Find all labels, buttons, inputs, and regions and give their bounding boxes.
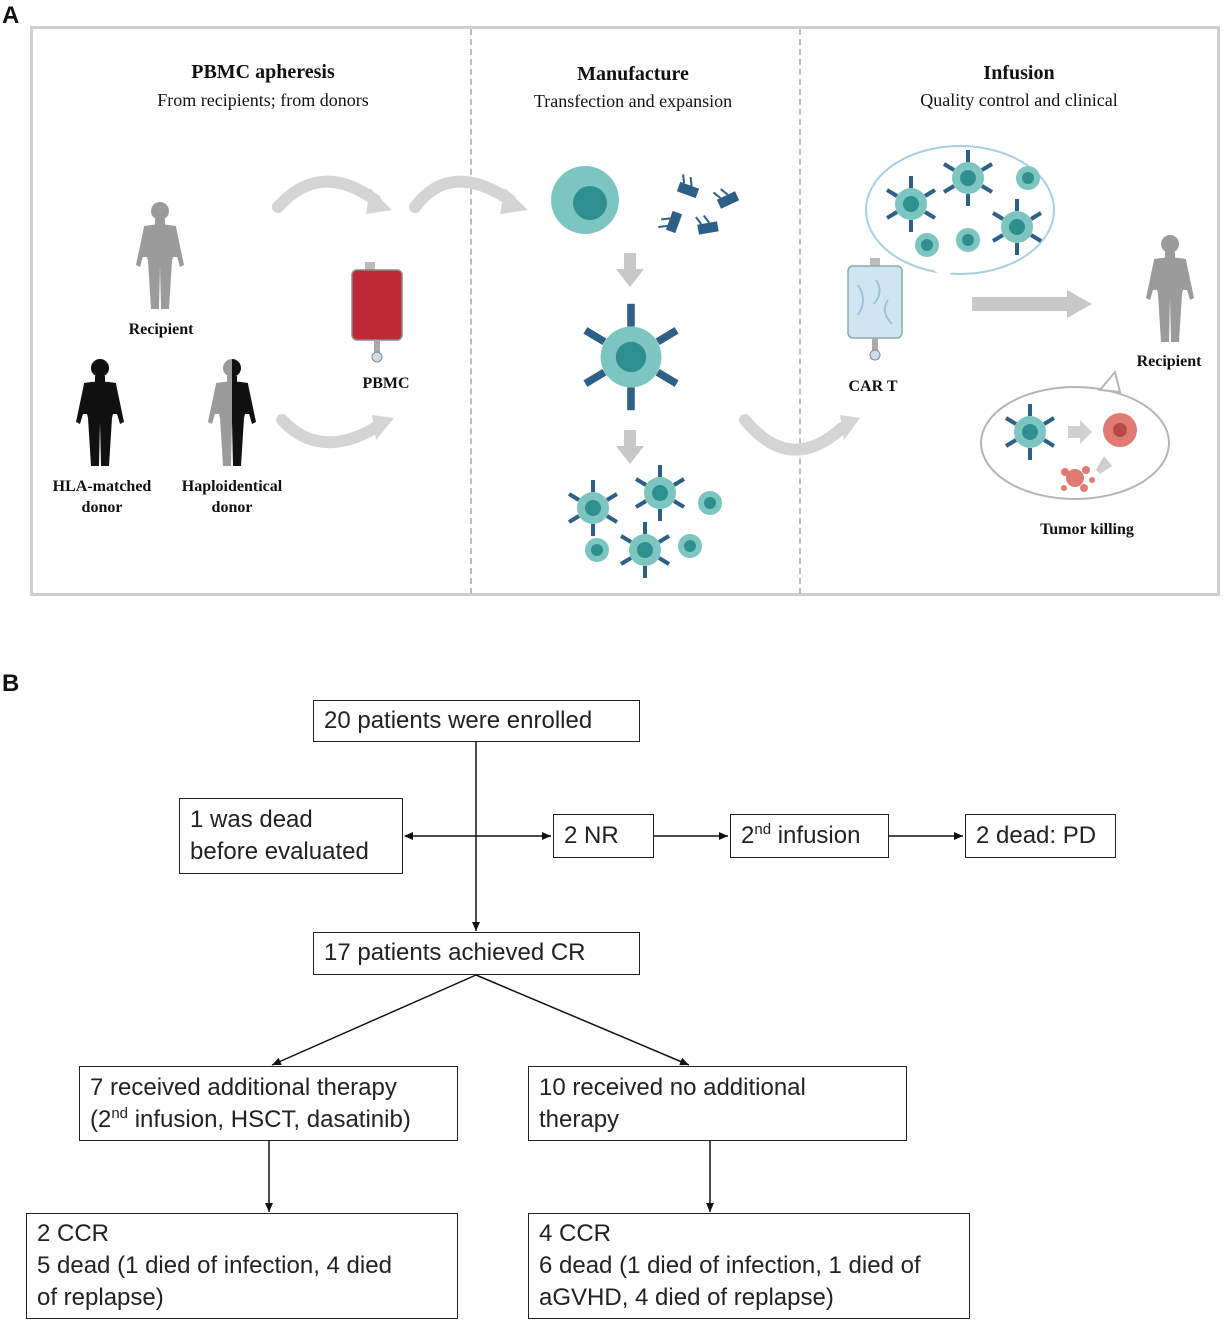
box-achieved-cr: 17 patients achieved CR [313,932,640,975]
left-outcome-line-3: of replapse) [37,1284,164,1311]
right-outcome-line-2: 6 dead (1 died of infection, 1 died of [539,1252,921,1279]
workflow-illustration [76,145,1194,580]
section-subtitle-apheresis: From recipients; from donors [157,90,369,110]
additional-line-1: 7 received additional therapy [90,1074,397,1101]
dead-before-line-2: before evaluated [190,838,369,865]
label-recipient-left: Recipient [128,321,194,338]
enrolled-text: 20 patients were enrolled [324,707,593,734]
second-infusion-text: 2nd infusion [741,821,861,849]
left-outcome-line-1: 2 CCR [37,1220,110,1247]
section-subtitle-manufacture: Transfection and expansion [533,91,733,111]
label-haploidentical: Haploidentical [181,478,283,495]
section-title-apheresis: PBMC apheresis [191,61,335,83]
section-divider-1 [470,29,472,594]
infusion-arrow [972,290,1092,318]
box-right-outcome: 4 CCR 6 dead (1 died of infection, 1 die… [528,1213,970,1319]
section-title-infusion: Infusion [983,62,1055,84]
label-hla-donor: donor [81,499,123,516]
panel-a-letter: A [2,2,20,29]
label-recipient-right: Recipient [1136,353,1202,370]
car-t-bubble [865,145,1055,278]
panel-a-frame [30,26,1220,596]
no-additional-line-1: 10 received no additional [539,1074,806,1101]
t-cell-large [551,166,619,234]
section-subtitle-infusion: Quality control and clinical [920,90,1118,110]
curved-arrow-heads [366,188,860,440]
panel-b-letter: B [2,670,20,697]
achieved-cr-text: 17 patients achieved CR [324,939,586,966]
box-second-infusion: 2nd infusion [730,814,889,858]
box-nr: 2 NR [553,814,654,858]
left-outcome-line-2: 5 dead (1 died of infection, 4 died [37,1252,392,1279]
pbmc-blood-bag [351,262,403,363]
nr-text: 2 NR [564,822,619,849]
down-arrows [616,253,644,464]
dead-before-line-1: 1 was dead [190,806,313,833]
car-t-bag [847,258,903,361]
label-pbmc: PBMC [362,375,410,392]
curved-arrows [272,175,848,456]
section-title-manufacture: Manufacture [577,63,689,85]
box-left-outcome: 2 CCR 5 dead (1 died of infection, 4 die… [26,1213,458,1319]
dead-pd-text: 2 dead: PD [976,822,1097,849]
box-dead-before-evaluated: 1 was dead before evaluated [179,798,403,874]
box-no-additional-therapy: 10 received no additional therapy [528,1066,907,1141]
section-divider-2 [799,29,801,594]
additional-line-2: (2nd infusion, HSCT, dasatinib) [90,1105,411,1133]
box-enrolled: 20 patients were enrolled [313,700,640,742]
right-outcome-line-1: 4 CCR [539,1220,612,1247]
label-hla-matched: HLA-matched [52,478,152,495]
box-additional-therapy: 7 received additional therapy (2nd infus… [79,1066,458,1141]
right-outcome-line-3: aGVHD, 4 died of replapse) [539,1284,834,1311]
box-dead-pd: 2 dead: PD [965,814,1116,858]
label-tumor-killing: Tumor killing [1040,521,1134,538]
label-haplo-donor: donor [211,499,253,516]
tumor-killing-bubble [980,369,1170,500]
label-car-t: CAR T [848,378,898,395]
no-additional-line-2: therapy [539,1106,620,1133]
